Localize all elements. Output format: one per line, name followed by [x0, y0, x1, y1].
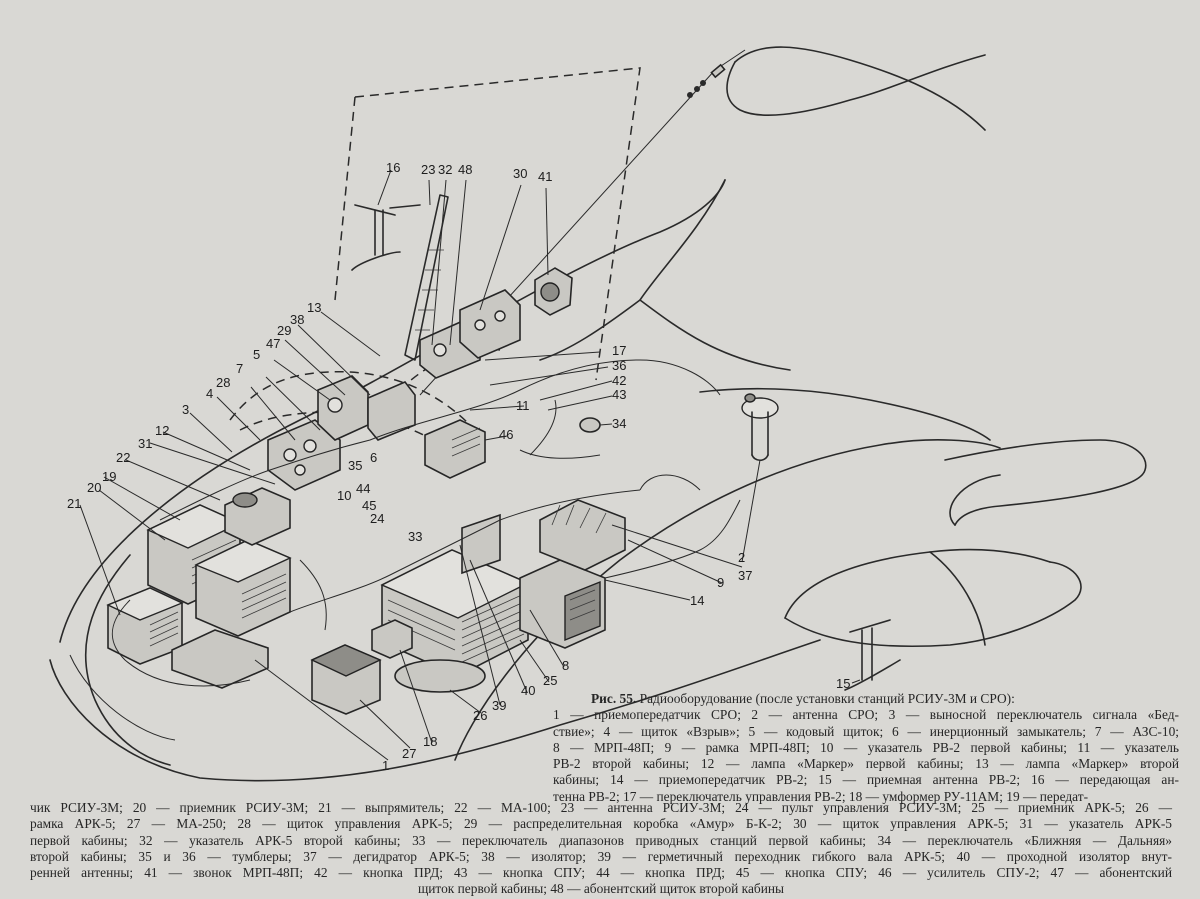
- callout-18: 18: [423, 734, 437, 749]
- callout-13: 13: [307, 300, 321, 315]
- caption-right-block: Рис. 55. Радиооборудование (после устано…: [553, 691, 1179, 805]
- antenna-16: [351, 204, 421, 271]
- callout-10: 10: [337, 488, 351, 503]
- callout-3: 3: [182, 402, 189, 417]
- ma250-block: [310, 644, 382, 715]
- equipment-group: [106, 194, 901, 715]
- callout-42: 42: [612, 373, 626, 388]
- callout-39: 39: [492, 698, 506, 713]
- callout-36: 36: [612, 358, 626, 373]
- rv2-transceiver: [519, 559, 606, 649]
- callout-9: 9: [717, 575, 724, 590]
- callout-6: 6: [370, 450, 377, 465]
- caption-line: 8 — МРП-48П; 9 — рамка МРП-48П; 10 — ука…: [553, 739, 1179, 755]
- callout-45: 45: [362, 498, 376, 513]
- callout-7: 7: [236, 361, 243, 376]
- callout-33: 33: [408, 529, 422, 544]
- callout-17: 17: [612, 343, 626, 358]
- callout-22: 22: [116, 450, 130, 465]
- callout-41: 41: [538, 169, 552, 184]
- callout-25: 25: [543, 673, 557, 688]
- callout-37: 37: [738, 568, 752, 583]
- callout-28: 28: [216, 375, 230, 390]
- cabin-panels: [267, 267, 573, 491]
- callout-29: 29: [277, 323, 291, 338]
- callout-46: 46: [499, 427, 513, 442]
- callout-19: 19: [102, 469, 116, 484]
- antenna-23: [404, 194, 449, 361]
- callout-30: 30: [513, 166, 527, 181]
- callout-5: 5: [253, 347, 260, 362]
- callout-34: 34: [612, 416, 626, 431]
- callout-16: 16: [386, 160, 400, 175]
- caption-line: РВ-2 второй кабины; 12 — лампа «Маркер» …: [553, 756, 1179, 772]
- caption-line: второй кабины; 35 и 36 — тумблеры; 37 — …: [30, 848, 1172, 864]
- caption-title-line: Рис. 55. Радиооборудование (после устано…: [591, 691, 1015, 706]
- callout-44: 44: [356, 481, 370, 496]
- callout-40: 40: [521, 683, 535, 698]
- caption-line: рамка АРК-5; 27 — МА-250; 28 — щиток упр…: [30, 816, 1172, 832]
- callout-32: 32: [438, 162, 452, 177]
- caption-line: первой кабины; 32 — указатель АРК-5 втор…: [30, 832, 1172, 848]
- caption-line: ренней антенны; 41 — звонок МРП-48П; 42 …: [30, 865, 1172, 881]
- callout-35: 35: [348, 458, 362, 473]
- caption-line: кабины; 14 — приемопередатчик РВ-2; 15 —…: [553, 772, 1179, 788]
- mrp-frame: [539, 499, 626, 571]
- caption-line: чик РСИУ-3М; 20 — приемник РСИУ-3М; 21 —…: [30, 800, 1172, 815]
- callout-numbers: 16 23 32 48 30 41 13 29 38 47 5 7 28 4 3…: [67, 160, 850, 773]
- callout-4: 4: [206, 386, 213, 401]
- callout-43: 43: [612, 387, 626, 402]
- caption-bottom-block: чик РСИУ-3М; 20 — приемник РСИУ-3М; 21 —…: [30, 800, 1172, 898]
- sro-antenna: [741, 393, 779, 462]
- leader-lines: [79, 169, 861, 761]
- callout-15: 15: [836, 676, 850, 691]
- callout-1: 1: [382, 758, 389, 773]
- antenna-15: [844, 619, 901, 691]
- umformer: [371, 619, 413, 659]
- rsiu-units: [146, 504, 292, 689]
- callout-11: 11: [516, 398, 530, 413]
- fuselage-outline: [49, 46, 1147, 782]
- callout-31: 31: [138, 436, 152, 451]
- callout-38: 38: [290, 312, 304, 327]
- ark5-receiver: [380, 513, 530, 693]
- callout-14: 14: [690, 593, 704, 608]
- caption-line: щиток первой кабины; 48 — абонентский щи…: [417, 881, 785, 897]
- switch-34: [579, 417, 601, 433]
- callout-23: 23: [421, 162, 435, 177]
- callout-2: 2: [738, 550, 745, 565]
- caption-line: тенна РВ-2; 17 — переключатель управлени…: [553, 788, 1089, 804]
- figure-label: Рис. 55.: [591, 691, 637, 706]
- callout-47: 47: [266, 336, 280, 351]
- callout-21: 21: [67, 496, 81, 511]
- callout-8: 8: [562, 658, 569, 673]
- callout-24: 24: [370, 511, 384, 526]
- callout-12: 12: [155, 423, 169, 438]
- callout-20: 20: [87, 480, 101, 495]
- callout-27: 27: [402, 746, 416, 761]
- caption-line: 1 — приемопередатчик СРО; 2 — антенна СР…: [553, 707, 1179, 723]
- callout-48: 48: [458, 162, 472, 177]
- ma100-block: [224, 487, 291, 546]
- caption-line: ствие»; 4 — щиток «Взрыв»; 5 — кодовый щ…: [553, 723, 1179, 739]
- callout-26: 26: [473, 708, 487, 723]
